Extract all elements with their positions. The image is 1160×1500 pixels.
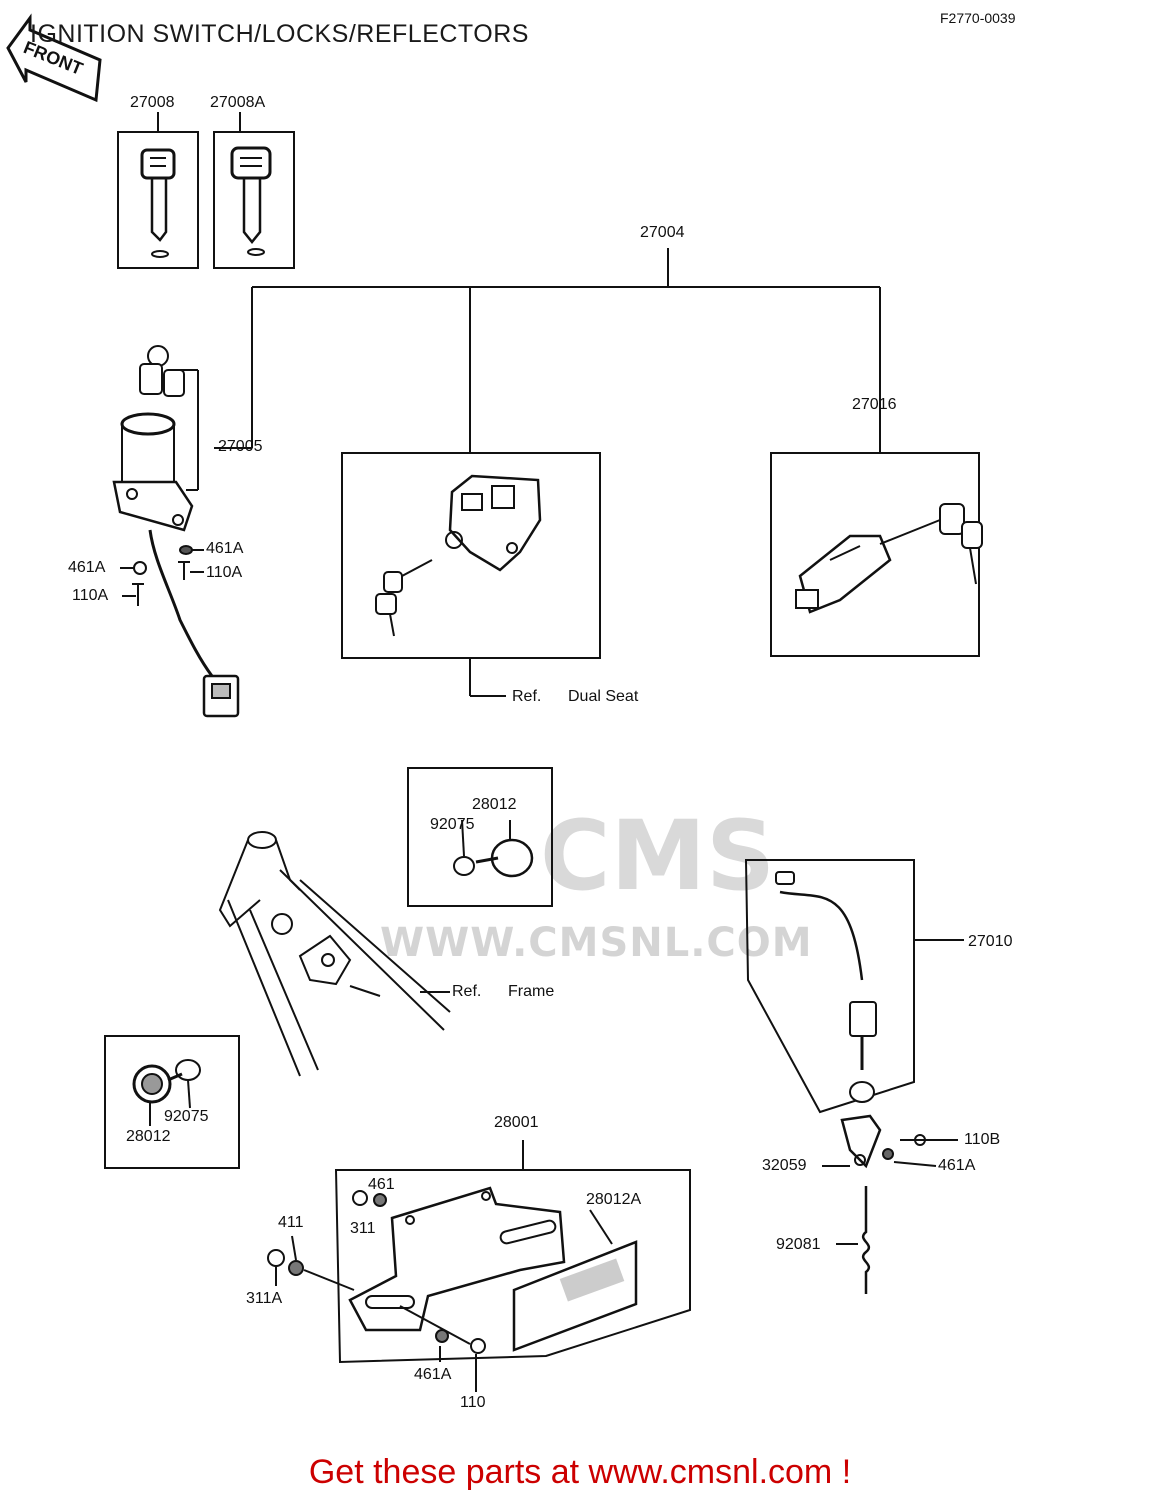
part-number-110a-left[interactable]: 110A: [72, 587, 109, 604]
part-number-27004[interactable]: 27004: [640, 224, 685, 241]
part-number-27008a[interactable]: 27008A: [210, 94, 266, 111]
ref-label-frame: Ref.: [452, 983, 482, 1000]
diagram-reference-code: F2770-0039: [940, 10, 1016, 26]
part-number-461a-bracket[interactable]: 461A: [414, 1366, 452, 1383]
reflector-box-left[interactable]: [104, 1035, 240, 1169]
key-card-27008a[interactable]: [213, 112, 295, 269]
part-number-311[interactable]: 311: [350, 1220, 376, 1237]
part-number-461a-cable[interactable]: 461A: [938, 1157, 976, 1174]
part-number-28001[interactable]: 28001: [494, 1114, 539, 1131]
key-card-27008[interactable]: [117, 112, 199, 269]
footer-cta-link[interactable]: Get these parts at www.cmsnl.com !: [308, 1453, 852, 1491]
cable-switch-27010[interactable]: [744, 859, 964, 1294]
part-number-28012-top[interactable]: 28012: [472, 796, 517, 813]
part-number-92075-left[interactable]: 92075: [164, 1108, 209, 1125]
part-number-32059[interactable]: 32059: [762, 1157, 807, 1174]
seat-lock-box[interactable]: [341, 452, 601, 697]
part-number-461a-left[interactable]: 461A: [68, 559, 106, 576]
assembly-27004-leader: [251, 248, 881, 452]
part-number-311a[interactable]: 311A: [246, 1290, 283, 1307]
watermark-logo: CMS: [540, 800, 776, 912]
front-arrow-icon: [6, 13, 102, 103]
part-number-110a-right[interactable]: 110A: [206, 564, 243, 581]
part-number-92081[interactable]: 92081: [776, 1236, 821, 1253]
part-number-411[interactable]: 411: [278, 1214, 304, 1231]
ignition-switch-27005[interactable]: [112, 345, 252, 718]
ref-dual-seat: Dual Seat: [568, 688, 639, 705]
helmet-lock-27016[interactable]: [770, 452, 983, 657]
part-number-110b[interactable]: 110B: [964, 1131, 1001, 1148]
frame-steering-head: [218, 831, 451, 1077]
part-number-28012-left[interactable]: 28012: [126, 1128, 171, 1145]
plate-bracket-28001[interactable]: [267, 1140, 691, 1392]
page-title: IGNITION SWITCH/LOCKS/REFLECTORS: [30, 20, 529, 48]
part-number-27016[interactable]: 27016: [852, 396, 897, 413]
part-number-27008[interactable]: 27008: [130, 94, 175, 111]
part-number-28012a[interactable]: 28012A: [586, 1191, 642, 1208]
watermark-site: WWW.CMSNL.COM: [380, 920, 813, 966]
reflector-box-top[interactable]: [407, 767, 553, 907]
part-number-461a-right[interactable]: 461A: [206, 540, 244, 557]
ref-frame: Frame: [508, 983, 555, 1000]
part-number-461[interactable]: 461: [368, 1176, 395, 1193]
part-number-27005[interactable]: 27005: [218, 438, 263, 455]
part-number-27010[interactable]: 27010: [968, 933, 1013, 950]
part-number-110[interactable]: 110: [460, 1394, 486, 1411]
part-number-92075-top[interactable]: 92075: [430, 816, 475, 833]
ref-label-dual-seat: Ref.: [512, 688, 542, 705]
